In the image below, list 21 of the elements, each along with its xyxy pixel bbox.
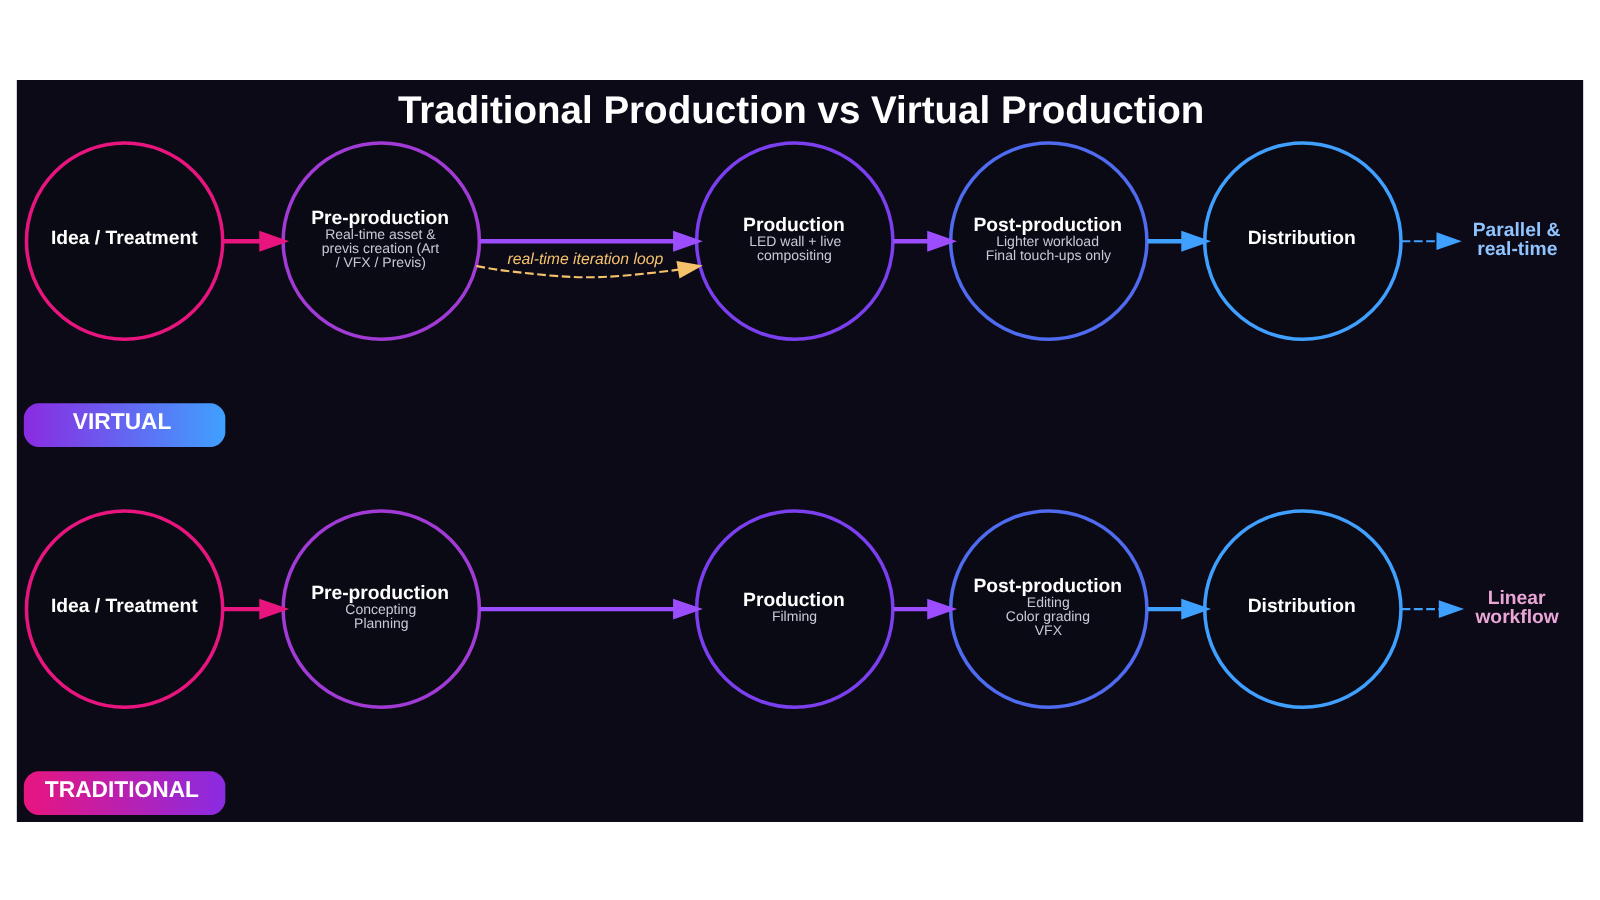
- arrow: [1401, 599, 1465, 617]
- node-circle: Distribution: [1203, 140, 1403, 341]
- node-text: Linear workflow: [1475, 586, 1559, 628]
- edge-label: real-time iteration loop: [507, 249, 664, 268]
- arrow: [1401, 231, 1462, 250]
- arrow: [1147, 229, 1212, 251]
- node-circle: Idea / Treatment: [24, 508, 225, 708]
- arrow: [222, 597, 290, 619]
- diagram-title: Traditional Production vs Virtual Production: [397, 90, 1205, 133]
- arrow: [479, 229, 703, 251]
- arrow: [1147, 597, 1212, 619]
- arrow: [476, 260, 703, 278]
- arrow: [893, 229, 958, 251]
- node-circle: Idea / Treatment: [24, 140, 225, 341]
- node-circle: Distribution: [1203, 508, 1403, 708]
- arrow: [893, 597, 958, 619]
- arrow: [222, 229, 290, 251]
- arrow: [479, 597, 703, 619]
- node-box: TRADITIONAL: [23, 770, 226, 814]
- node-box: VIRTUAL: [23, 402, 226, 447]
- node-text: Parallel & real-time: [1472, 218, 1561, 260]
